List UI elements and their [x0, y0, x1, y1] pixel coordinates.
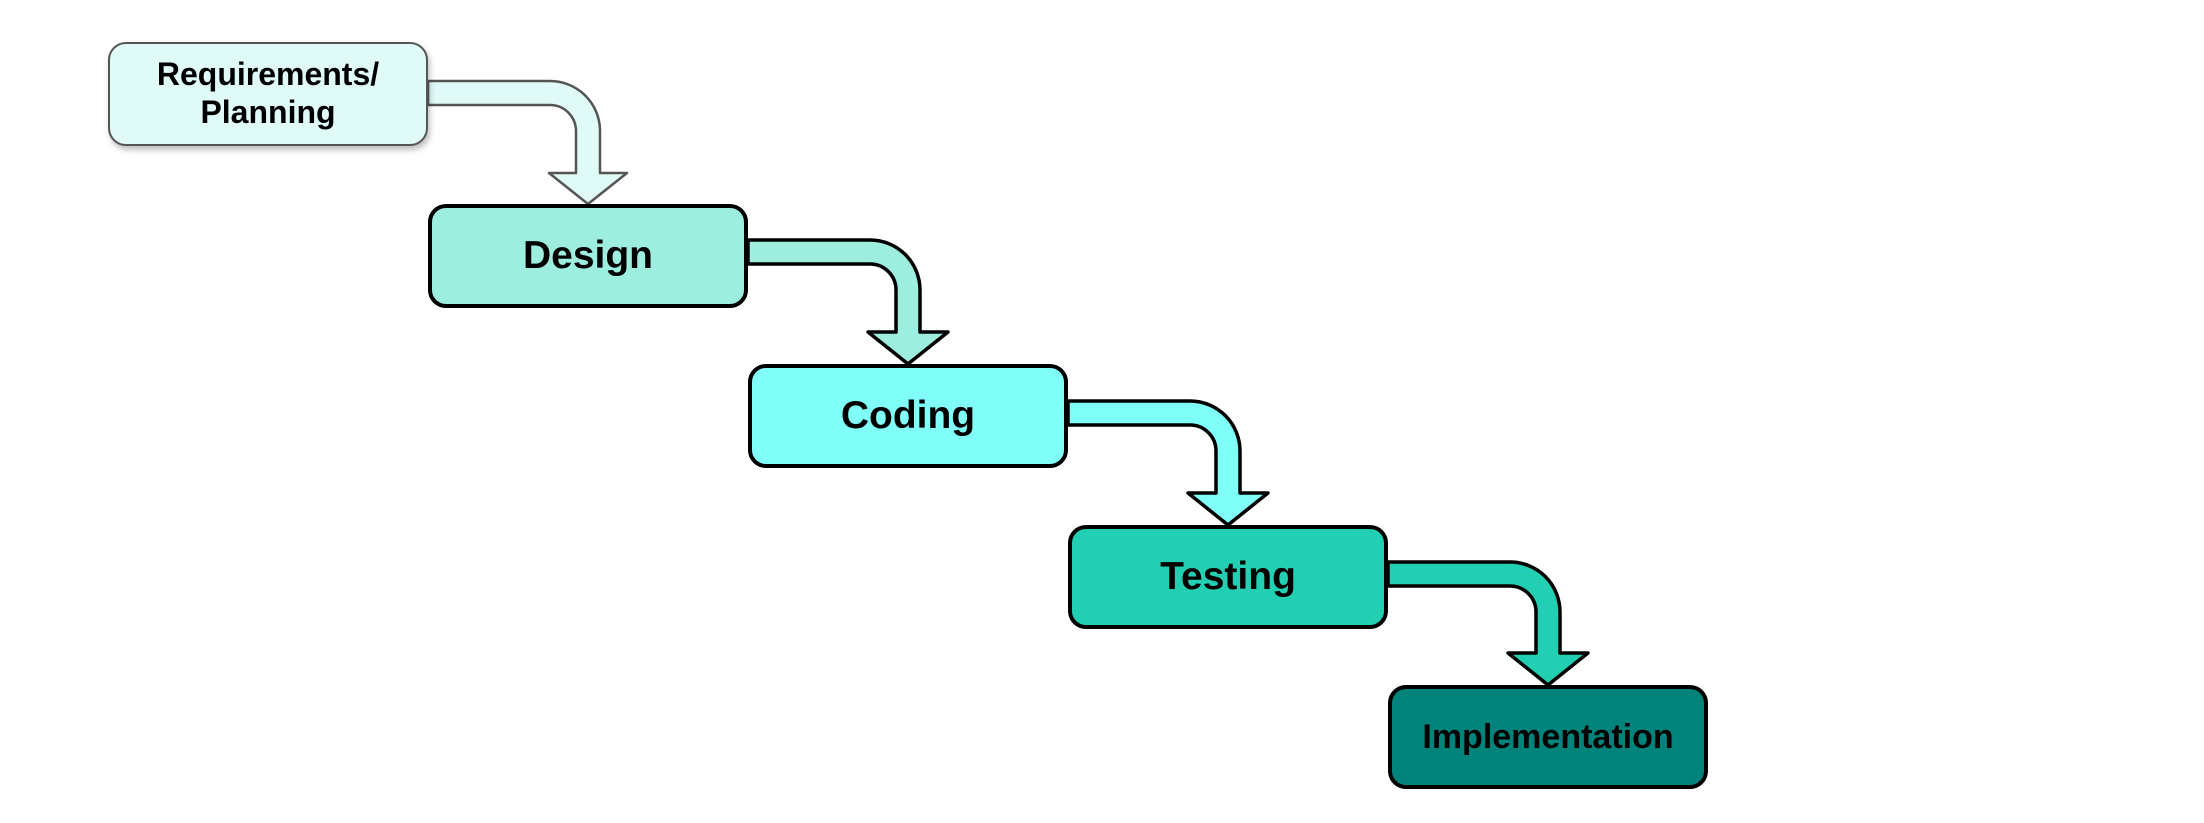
arrow-testing-to-implementation [1386, 560, 1590, 687]
step-testing: Testing [1068, 525, 1388, 629]
step-requirements-planning: Requirements/ Planning [108, 42, 428, 146]
step-implementation: Implementation [1388, 685, 1708, 789]
step-label: Testing [1160, 554, 1296, 598]
arrow-requirements-to-design [426, 79, 629, 206]
step-label: Implementation [1422, 717, 1674, 756]
step-label: Design [522, 233, 654, 277]
step-label: Requirements/ Planning [156, 56, 380, 130]
arrow-design-to-coding [746, 238, 950, 366]
step-design: Design [428, 204, 748, 308]
step-coding: Coding [748, 364, 1068, 468]
arrow-coding-to-testing [1066, 399, 1270, 527]
step-label: Coding [840, 393, 976, 437]
